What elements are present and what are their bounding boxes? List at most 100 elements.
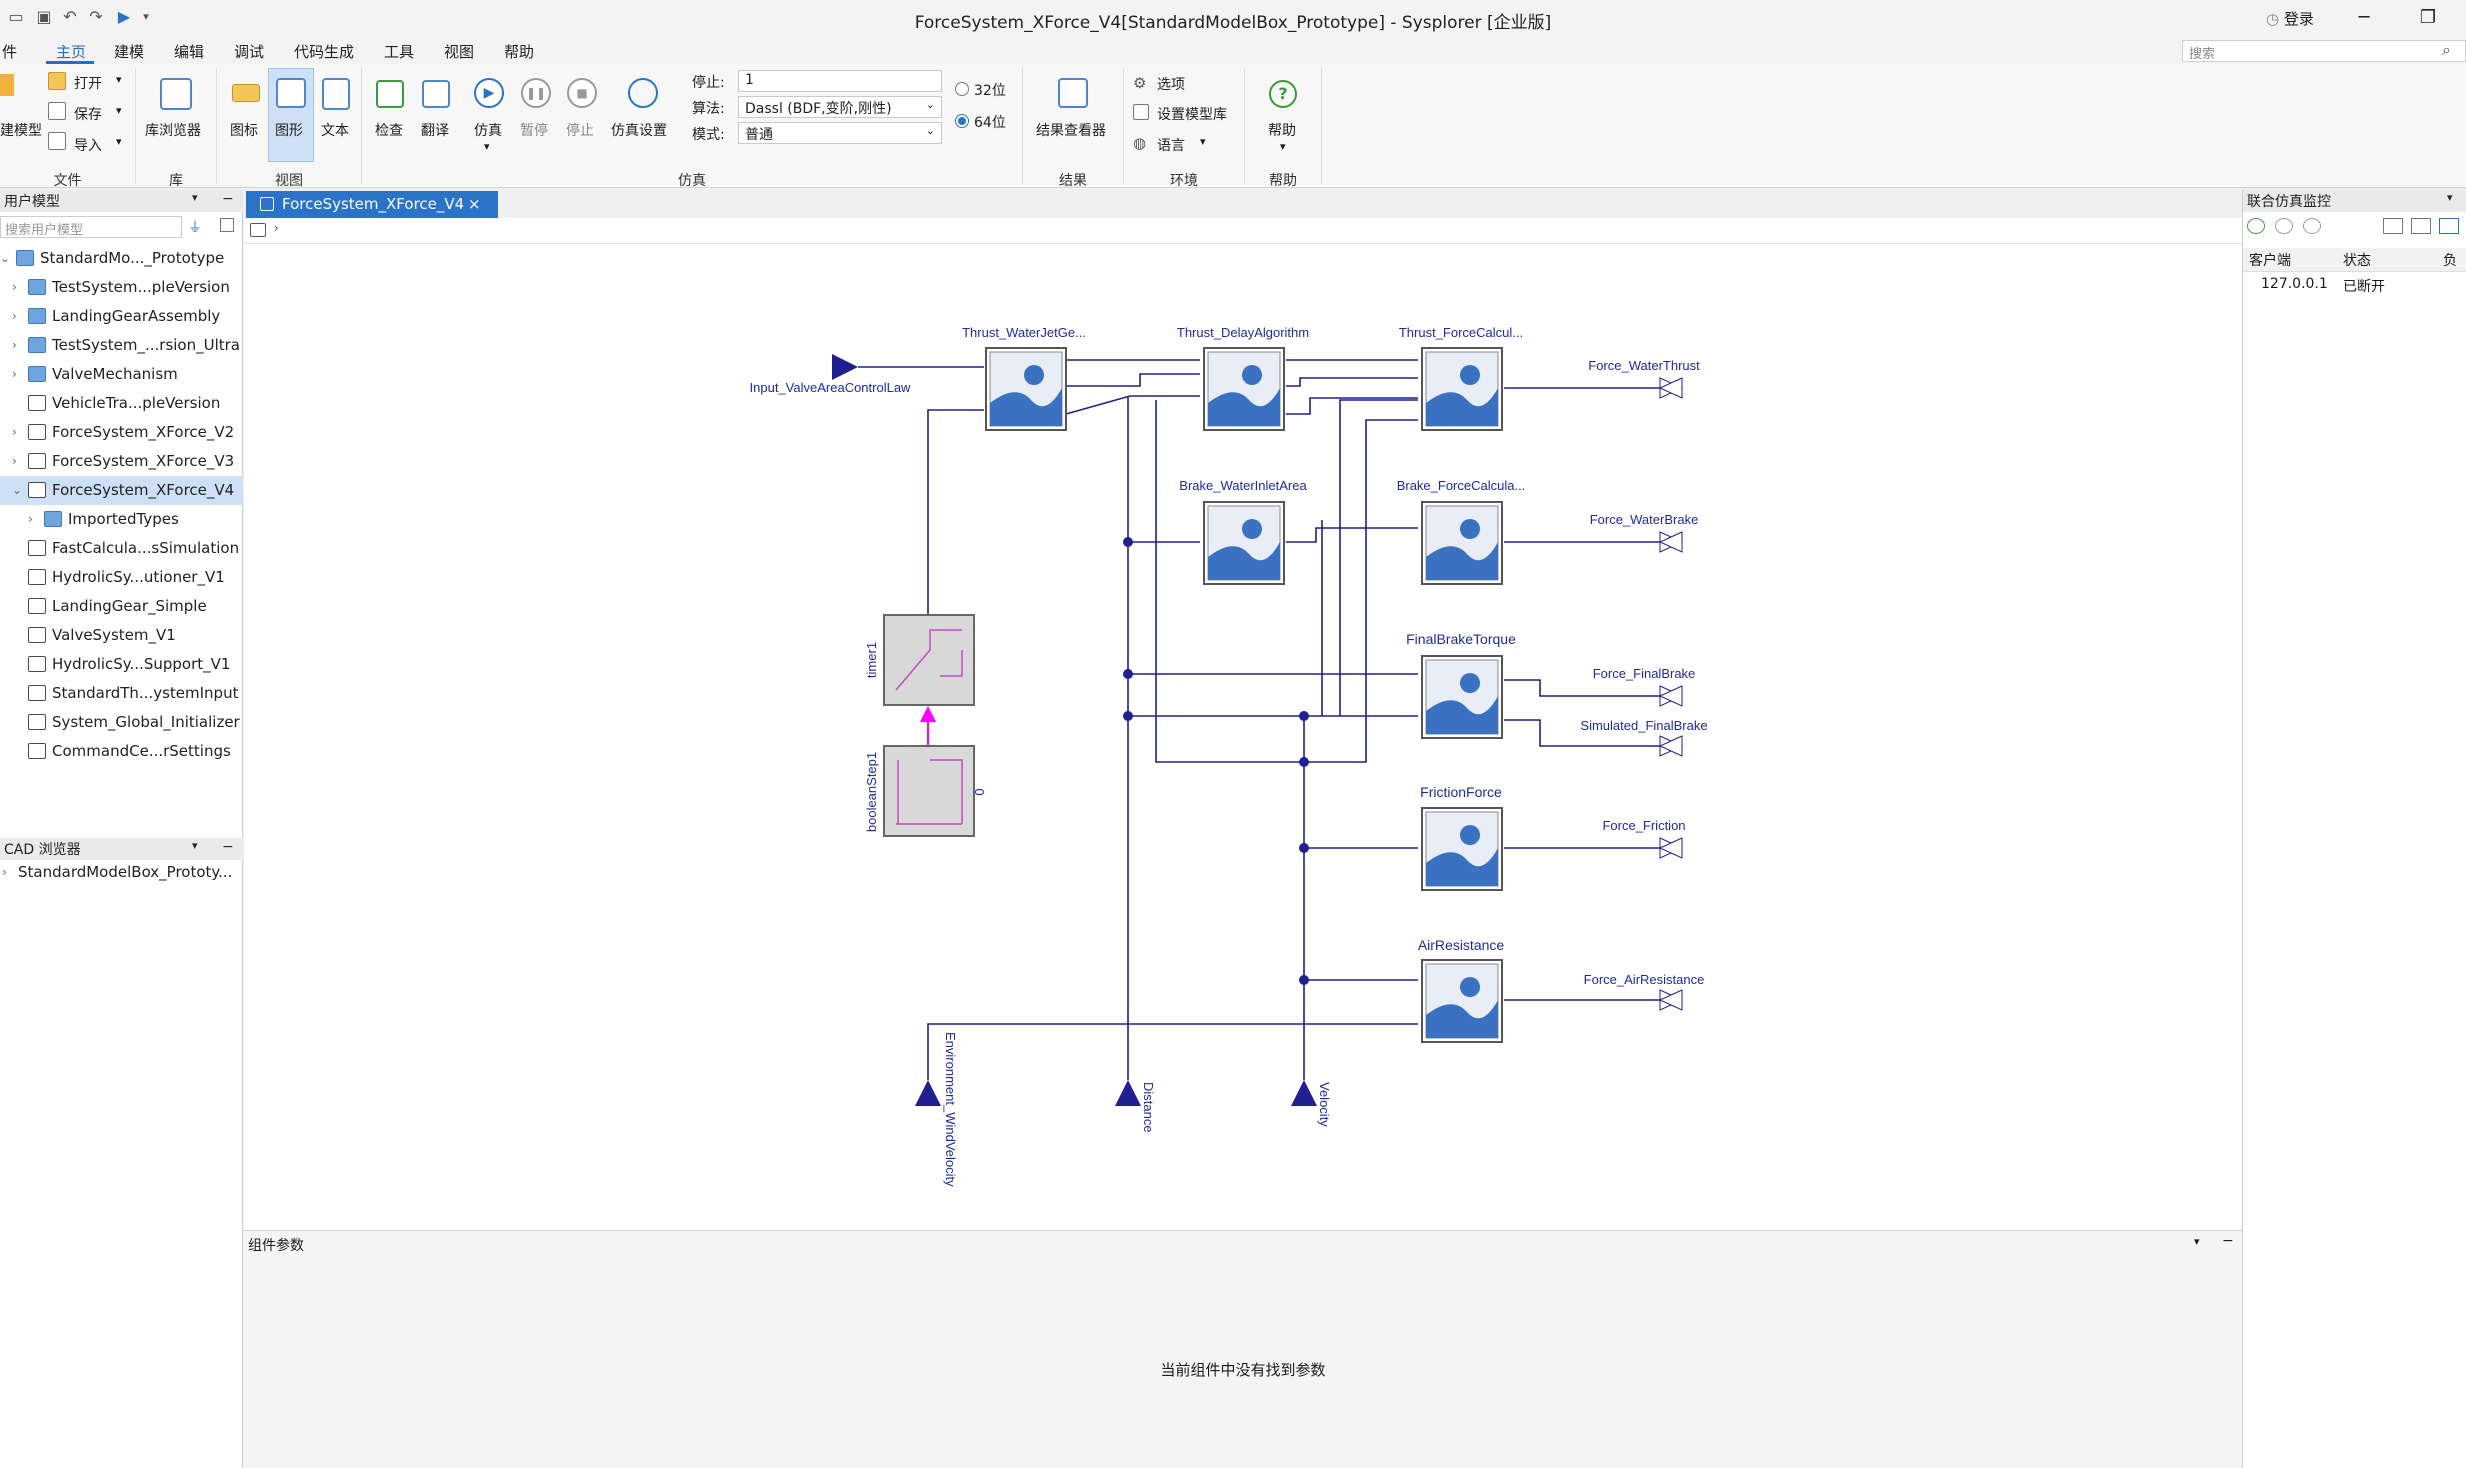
chevron-down-icon[interactable]: ▾ [2447, 191, 2453, 204]
tree-item[interactable]: FastCalcula...sSimulation [0, 534, 243, 563]
tree-item[interactable]: ›ForceSystem_XForce_V2 [0, 418, 243, 447]
output-simulated-final-brake[interactable]: Simulated_FinalBrake [1580, 718, 1708, 757]
input-wind-velocity[interactable]: Environment_WindVelocity [915, 1032, 958, 1187]
import-button[interactable]: 导入 [74, 138, 102, 154]
input-velocity[interactable]: Velocity [1291, 1080, 1332, 1127]
chevron-right-icon[interactable]: › [12, 338, 17, 352]
chevron-down-icon[interactable]: ⌄ [0, 251, 11, 265]
text-view-button[interactable]: 文本 [321, 123, 349, 139]
algorithm-select[interactable]: Dassl (BDF,变阶,刚性) ⌄ [738, 96, 942, 118]
col-client[interactable]: 客户端 [2249, 253, 2291, 269]
tree-item[interactable]: ›TestSystem_...rsion_Ultra [0, 331, 243, 360]
tab-forcesystem-v4[interactable]: ForceSystem_XForce_V4 × [246, 191, 498, 218]
block-friction[interactable]: FrictionForce [1420, 784, 1503, 891]
menu-tools[interactable]: 工具 [384, 43, 415, 61]
sim-settings-button[interactable]: 仿真设置 [611, 123, 667, 139]
tree-item[interactable]: ⌄ForceSystem_XForce_V4 [0, 476, 243, 505]
options-button[interactable]: 选项 [1157, 77, 1185, 93]
block-thrust-force[interactable]: Thrust_ForceCalcul... [1399, 325, 1523, 431]
block-timer[interactable]: timer1 [864, 614, 975, 706]
login-link[interactable]: ◷ 登录 [2266, 8, 2314, 29]
language-dropdown-icon[interactable]: ▾ [1200, 135, 1206, 148]
library-browser-button[interactable]: 库浏览器 [145, 123, 201, 139]
block-brake-inlet[interactable]: Brake_WaterInletArea [1179, 478, 1307, 585]
tree-item[interactable]: HydrolicSy...Support_V1 [0, 650, 243, 679]
block-thrust-delay[interactable]: Thrust_DelayAlgorithm [1177, 325, 1309, 431]
output-air-resistance[interactable]: Force_AirResistance [1584, 972, 1705, 1011]
save-button[interactable]: 保存 [74, 107, 102, 123]
simulate-dropdown-icon[interactable]: ▾ [484, 140, 490, 153]
undo-icon[interactable]: ↶ [63, 7, 77, 26]
input-valve-area[interactable]: Input_ValveAreaControlLaw [750, 354, 912, 395]
menu-edit[interactable]: 编辑 [174, 43, 205, 61]
open-dropdown-icon[interactable]: ▾ [116, 73, 122, 86]
stop-time-input[interactable]: 1 [738, 70, 942, 92]
chevron-right-icon[interactable]: › [28, 512, 33, 526]
icon-view-button[interactable]: 图标 [230, 123, 258, 139]
menu-view[interactable]: 视图 [444, 43, 475, 61]
block-air-resistance[interactable]: AirResistance [1418, 937, 1505, 1043]
output-friction[interactable]: Force_Friction [1602, 818, 1686, 859]
result-viewer-button[interactable]: 结果查看器 [1036, 123, 1106, 139]
pause-button[interactable]: 暂停 [520, 123, 548, 139]
user-model-search-input[interactable]: 搜索用户模型 [0, 216, 182, 238]
block-boolean-step[interactable]: booleanStep1 0 [864, 745, 987, 837]
mode-select[interactable]: 普通 ⌄ [738, 122, 942, 144]
menu-home[interactable]: 主页 [56, 43, 87, 61]
table-row[interactable]: 127.0.0.1 已断开 [2243, 274, 2466, 298]
run-icon[interactable]: ▶ [117, 7, 131, 26]
filter-icon[interactable]: ⏚ [188, 220, 202, 236]
settings-icon[interactable] [2439, 218, 2459, 234]
minimize-panel-icon[interactable]: − [222, 191, 234, 207]
disconnect-icon[interactable] [2303, 218, 2321, 234]
save-dropdown-icon[interactable]: ▾ [116, 104, 122, 117]
minimize-panel-icon[interactable]: − [2222, 1233, 2234, 1249]
chevron-down-icon[interactable]: ▾ [192, 839, 198, 852]
menu-debug[interactable]: 调试 [234, 43, 265, 61]
simulate-button[interactable]: 仿真 [474, 123, 502, 139]
chevron-right-icon[interactable]: › [12, 309, 17, 323]
redo-icon[interactable]: ↷ [89, 7, 103, 26]
tree-item[interactable]: ›ValveMechanism [0, 360, 243, 389]
tree-item[interactable]: ›ImportedTypes [0, 505, 243, 534]
chevron-down-icon[interactable]: ▾ [192, 191, 198, 204]
chevron-right-icon[interactable]: › [12, 454, 17, 468]
help-button[interactable]: 帮助 [1268, 123, 1296, 139]
minimize-panel-icon[interactable]: − [222, 839, 234, 855]
chevron-right-icon[interactable]: › [12, 425, 17, 439]
block-brake-force[interactable]: Brake_ForceCalcula... [1397, 478, 1526, 585]
translate-button[interactable]: 翻译 [421, 123, 449, 139]
chevron-right-icon[interactable]: › [12, 367, 17, 381]
tree-item[interactable]: StandardTh...ystemInput [0, 679, 243, 708]
connect-icon[interactable] [2247, 218, 2265, 234]
language-button[interactable]: 语言 [1157, 138, 1185, 154]
close-icon[interactable]: × [468, 195, 481, 213]
col-load[interactable]: 负 [2443, 253, 2457, 269]
model-library-button[interactable]: 设置模型库 [1157, 107, 1227, 123]
tree-item[interactable]: HydrolicSy...utioner_V1 [0, 563, 243, 592]
chevron-right-icon[interactable]: › [274, 221, 279, 235]
tree-item[interactable]: ›ForceSystem_XForce_V3 [0, 447, 243, 476]
menu-help[interactable]: 帮助 [504, 43, 535, 61]
monitor-icon[interactable] [2383, 218, 2403, 234]
chevron-down-icon[interactable]: ▾ [2194, 1235, 2200, 1248]
col-status[interactable]: 状态 [2343, 253, 2371, 269]
input-distance[interactable]: Distance [1115, 1080, 1156, 1133]
collapse-all-icon[interactable] [220, 218, 234, 232]
output-water-brake[interactable]: Force_WaterBrake [1590, 512, 1699, 553]
tree-item[interactable]: ⌄StandardMo..._Prototype [0, 244, 243, 273]
monitor-add-icon[interactable] [2411, 218, 2431, 234]
menu-codegen[interactable]: 代码生成 [294, 43, 355, 61]
output-final-brake[interactable]: Force_FinalBrake [1593, 666, 1696, 707]
chevron-right-icon[interactable]: › [2, 865, 7, 879]
menu-file[interactable]: 件 [2, 43, 18, 61]
tree-item[interactable]: LandingGear_Simple [0, 592, 243, 621]
open-button[interactable]: 打开 [74, 76, 102, 92]
chevron-right-icon[interactable]: › [12, 280, 17, 294]
tree-item[interactable]: ›LandingGearAssembly [0, 302, 243, 331]
tree-item[interactable]: System_Global_Initializer [0, 708, 243, 737]
diagram-svg[interactable]: Thrust_WaterJetGe... Thrust_DelayAlgorit… [244, 244, 2242, 1230]
block-thrust-waterjetgen[interactable]: Thrust_WaterJetGe... [962, 325, 1086, 431]
chevron-down-icon[interactable]: ⌄ [12, 483, 23, 497]
customize-dropdown-icon[interactable]: ▾ [143, 10, 149, 23]
